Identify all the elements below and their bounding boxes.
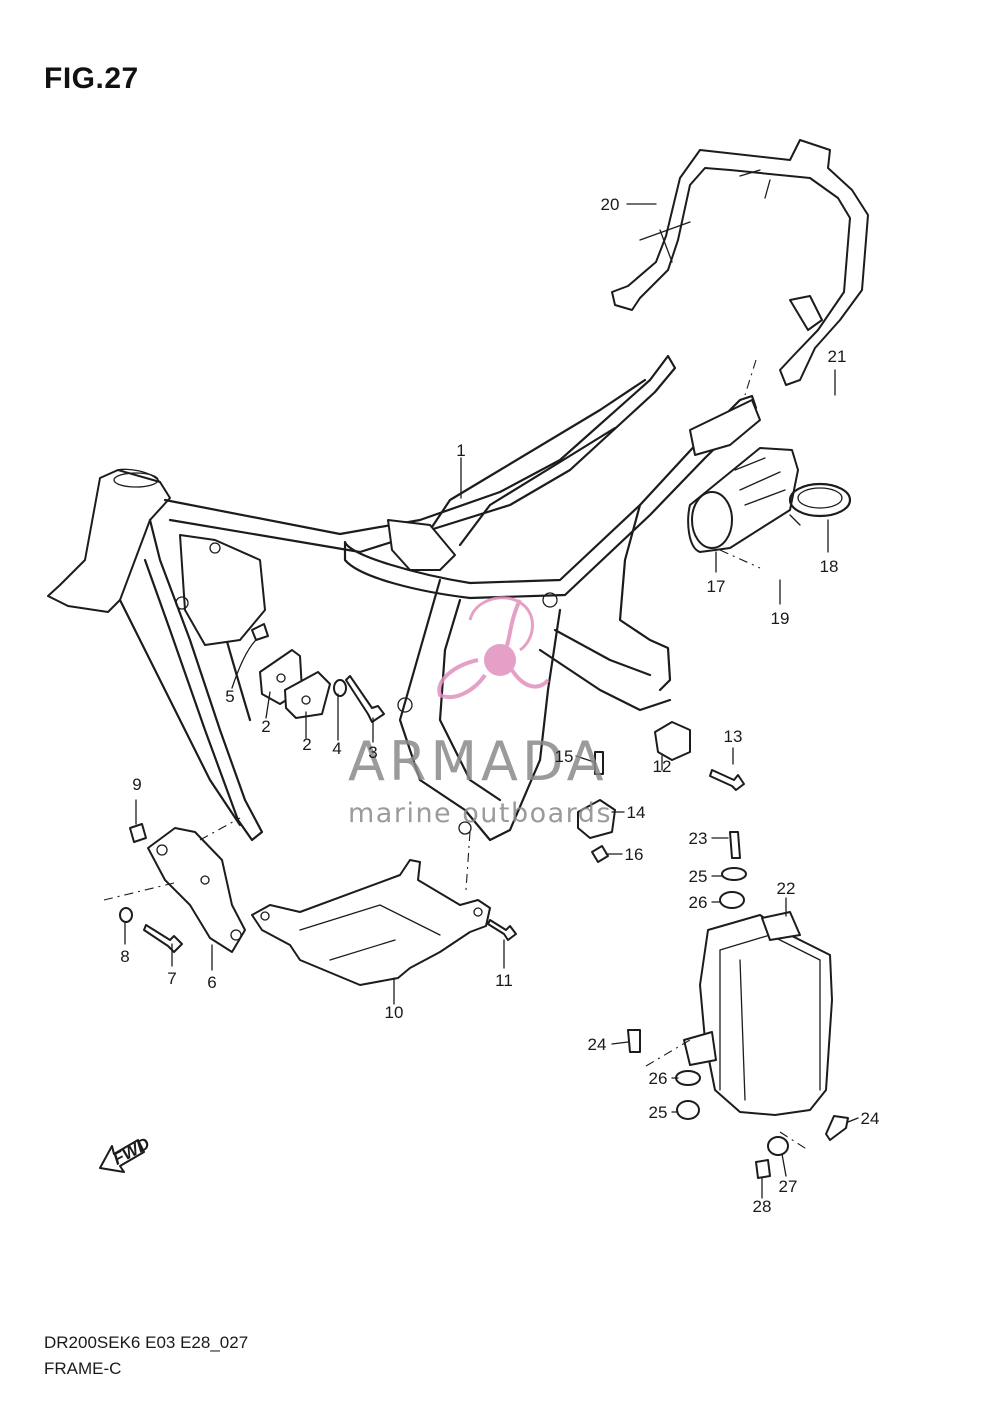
section-name: FRAME-C [44, 1359, 122, 1378]
callout-1: 1 [456, 441, 465, 460]
callout-numbers: 1 2 2 3 4 5 6 7 8 9 10 11 12 13 14 15 16… [120, 195, 879, 1216]
callout-27: 27 [779, 1177, 798, 1196]
callout-6: 6 [207, 973, 216, 992]
watermark-brand: ARMADA [348, 730, 608, 793]
callout-5: 5 [225, 687, 234, 706]
callout-22: 22 [777, 879, 796, 898]
callout-25b: 25 [649, 1103, 668, 1122]
callout-10: 10 [385, 1003, 404, 1022]
mounting-small-parts [577, 721, 745, 863]
callout-9: 9 [132, 775, 141, 794]
callout-26b: 26 [649, 1069, 668, 1088]
rear-carrier [611, 139, 869, 386]
engine-mount-plates [251, 623, 385, 723]
callout-leaders [124, 203, 859, 1199]
callout-17: 17 [707, 577, 726, 596]
callout-28: 28 [753, 1197, 772, 1216]
callout-4: 4 [332, 739, 341, 758]
assembly-guide-lines [103, 359, 809, 1151]
model-code: DR200SEK6 E03 E28_027 [44, 1333, 249, 1352]
battery-case [627, 831, 849, 1179]
armada-propeller-logo [437, 596, 550, 699]
callout-24b: 24 [861, 1109, 880, 1128]
callout-2a: 2 [261, 717, 270, 736]
callout-15: 15 [555, 747, 574, 766]
callout-21: 21 [828, 347, 847, 366]
main-frame [47, 354, 761, 842]
armada-watermark: ARMADA marine outboards [348, 596, 612, 829]
callout-14: 14 [627, 803, 646, 822]
watermark-tagline: marine outboards [348, 798, 612, 829]
forward-direction-arrow: FWD [99, 1134, 153, 1173]
callout-16: 16 [625, 845, 644, 864]
engine-bracket [119, 823, 246, 953]
tool-case [687, 447, 799, 553]
callout-12: 12 [653, 757, 672, 776]
callout-23: 23 [689, 829, 708, 848]
tool-case-band [788, 482, 852, 526]
callout-24a: 24 [588, 1035, 607, 1054]
callout-25a: 25 [689, 867, 708, 886]
figure-title: FIG.27 [44, 62, 139, 95]
callout-19: 19 [771, 609, 790, 628]
callout-26a: 26 [689, 893, 708, 912]
engine-guard [251, 859, 517, 986]
diagram-footer: DR200SEK6 E03 E28_027 FRAME-C [44, 1330, 248, 1382]
callout-7: 7 [167, 969, 176, 988]
callout-3: 3 [368, 743, 377, 762]
callout-20: 20 [601, 195, 620, 214]
callout-11: 11 [495, 971, 513, 990]
callout-18: 18 [820, 557, 839, 576]
callout-8: 8 [120, 947, 129, 966]
callout-13: 13 [724, 727, 743, 746]
callout-2b: 2 [302, 735, 311, 754]
fwd-label: FWD [110, 1134, 153, 1169]
